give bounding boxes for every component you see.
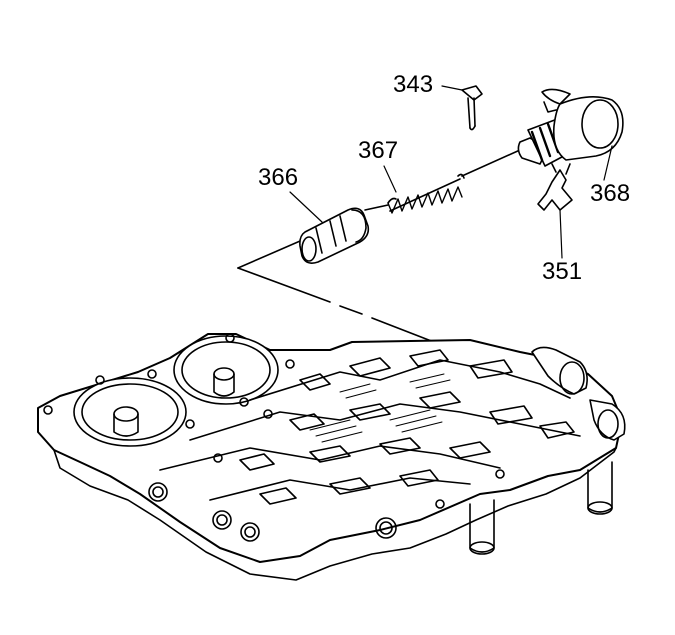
retaining-clip-351 [537, 163, 573, 211]
valve-body [37, 333, 626, 581]
callout-366: 366 [258, 164, 299, 191]
callout-351: 351 [542, 258, 583, 285]
retainer-pin-343 [461, 85, 483, 131]
solenoid-368 [517, 88, 624, 167]
leader-lines [289, 85, 613, 259]
callout-367: 367 [358, 137, 399, 164]
callout-368: 368 [590, 180, 631, 207]
spring-367 [387, 173, 465, 214]
valve-spool-366 [299, 207, 370, 264]
callout-343: 343 [393, 71, 434, 98]
